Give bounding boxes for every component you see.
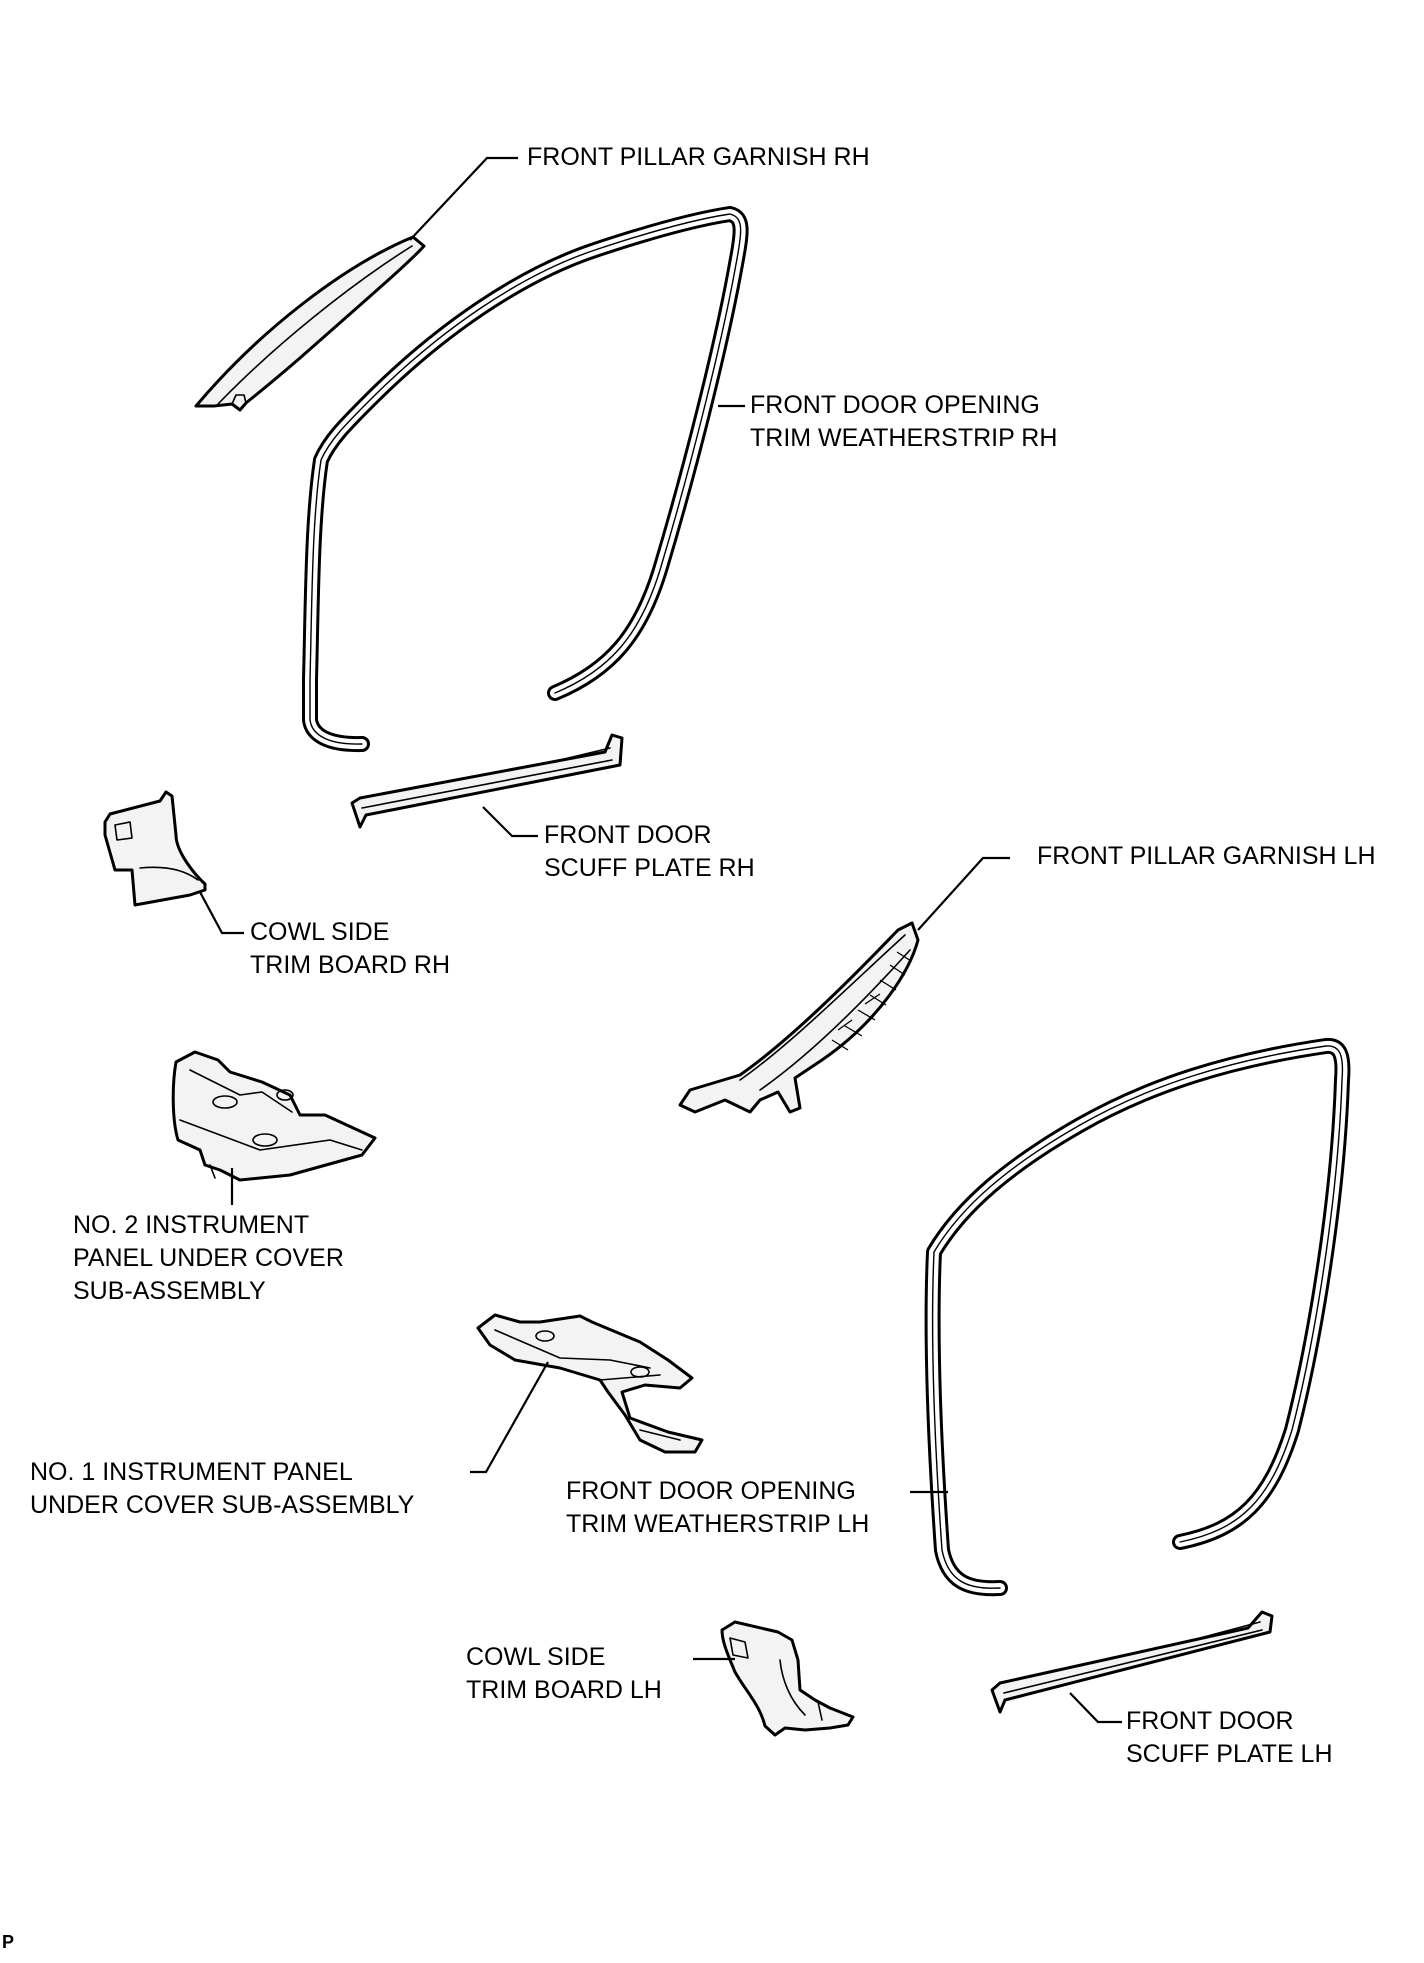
label-line: PANEL UNDER COVER: [73, 1244, 344, 1272]
leader-front-door-scuff-plate-lh: [1069, 1692, 1122, 1724]
front-door-scuff-plate-lh-part: [990, 1610, 1274, 1714]
front-door-scuff-plate-rh-part: [350, 733, 624, 829]
label-front-pillar-garnish-rh: FRONT PILLAR GARNISH RH: [527, 141, 870, 174]
label-line: SUB-ASSEMBLY: [73, 1277, 266, 1305]
label-line: UNDER COVER SUB-ASSEMBLY: [30, 1491, 415, 1519]
label-line: TRIM WEATHERSTRIP LH: [566, 1510, 870, 1538]
label-no2-instrument-panel-under-cover: NO. 2 INSTRUMENT PANEL UNDER COVER SUB-A…: [73, 1209, 344, 1308]
label-line: COWL SIDE: [250, 918, 390, 946]
leader-front-pillar-garnish-rh: [409, 156, 518, 241]
label-line: FRONT DOOR OPENING: [566, 1477, 856, 1505]
corner-mark: P: [2, 1932, 15, 1952]
front-door-opening-weatherstrip-lh-part: [924, 1038, 1351, 1597]
cowl-side-trim-board-lh-part: [720, 1620, 855, 1737]
label-line: NO. 2 INSTRUMENT: [73, 1211, 310, 1239]
leader-no1-instrument-panel-under-cover: [470, 1361, 549, 1474]
label-line: FRONT PILLAR GARNISH RH: [527, 143, 870, 171]
label-no1-instrument-panel-under-cover: NO. 1 INSTRUMENT PANEL UNDER COVER SUB-A…: [30, 1456, 414, 1522]
label-line: FRONT PILLAR GARNISH LH: [1037, 842, 1376, 870]
label-line: SCUFF PLATE RH: [544, 854, 755, 882]
front-door-opening-weatherstrip-rh-part: [302, 206, 749, 753]
front-pillar-garnish-rh-part: [194, 235, 426, 412]
label-line: FRONT DOOR: [544, 821, 712, 849]
no2-instrument-panel-under-cover-part: [171, 1050, 377, 1182]
label-line: FRONT DOOR: [1126, 1707, 1294, 1735]
label-line: SCUFF PLATE LH: [1126, 1740, 1333, 1768]
leader-cowl-side-trim-board-rh: [199, 891, 244, 935]
label-front-door-scuff-plate-lh: FRONT DOOR SCUFF PLATE LH: [1126, 1705, 1333, 1771]
label-line: TRIM WEATHERSTRIP RH: [750, 424, 1058, 452]
label-front-door-scuff-plate-rh: FRONT DOOR SCUFF PLATE RH: [544, 819, 755, 885]
leader-front-door-scuff-plate-rh: [482, 806, 538, 838]
no1-instrument-panel-under-cover-part: [476, 1313, 704, 1454]
cowl-side-trim-board-rh-part: [103, 790, 207, 907]
label-front-door-opening-weatherstrip-lh: FRONT DOOR OPENING TRIM WEATHERSTRIP LH: [566, 1475, 869, 1541]
leader-front-pillar-garnish-lh: [917, 856, 1010, 931]
label-line: TRIM BOARD LH: [466, 1676, 662, 1704]
label-line: FRONT DOOR OPENING: [750, 391, 1040, 419]
label-cowl-side-trim-board-rh: COWL SIDE TRIM BOARD RH: [250, 916, 450, 982]
label-line: COWL SIDE: [466, 1643, 606, 1671]
label-cowl-side-trim-board-lh: COWL SIDE TRIM BOARD LH: [466, 1641, 662, 1707]
label-line: TRIM BOARD RH: [250, 951, 450, 979]
label-front-pillar-garnish-lh: FRONT PILLAR GARNISH LH: [1037, 840, 1376, 873]
front-pillar-garnish-lh-part: [678, 921, 920, 1114]
label-front-door-opening-weatherstrip-rh: FRONT DOOR OPENING TRIM WEATHERSTRIP RH: [750, 389, 1057, 455]
label-line: NO. 1 INSTRUMENT PANEL: [30, 1458, 353, 1486]
